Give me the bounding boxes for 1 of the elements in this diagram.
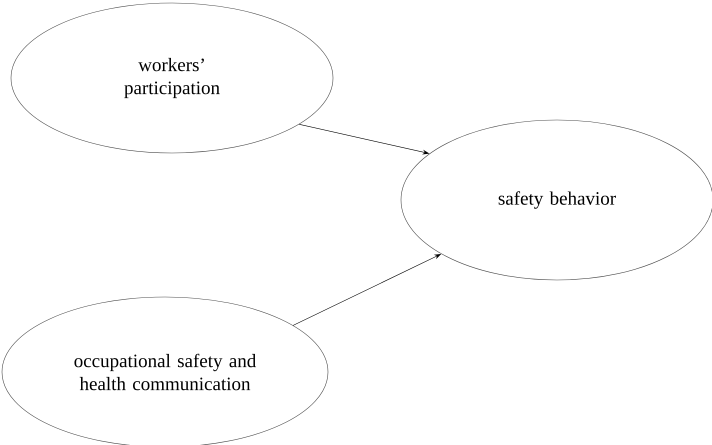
ellipse-node: workers’ participation [10,2,334,154]
